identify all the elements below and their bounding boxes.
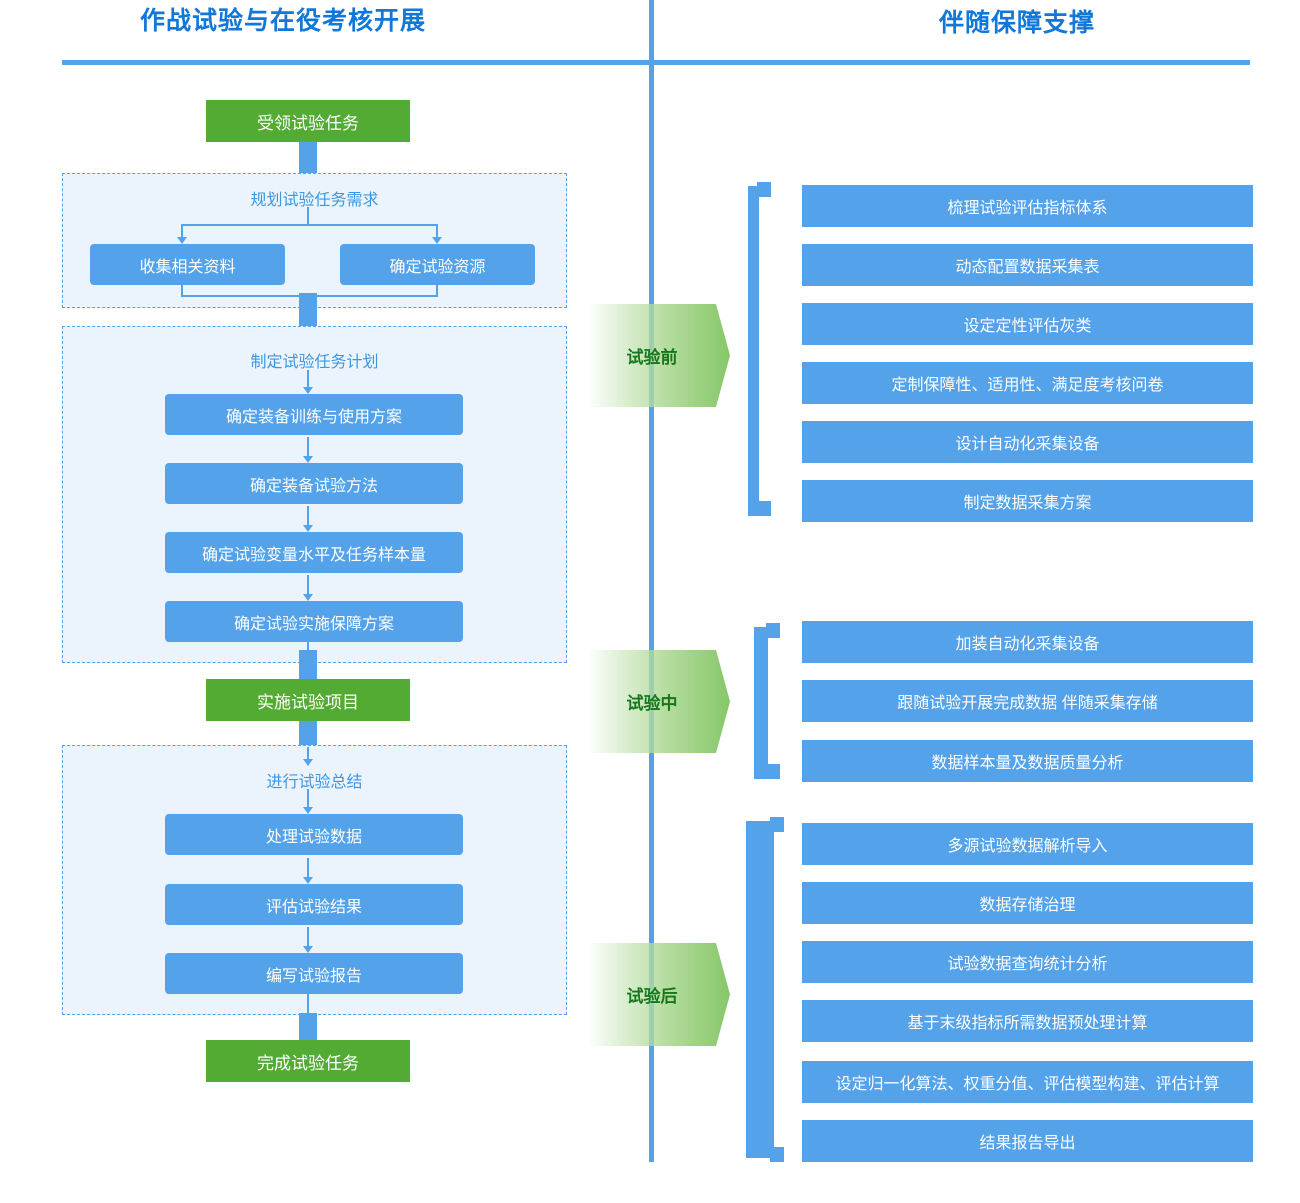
flow-box: 确定试验变量水平及任务样本量: [165, 532, 463, 573]
support-box: 多源试验数据解析导入: [802, 823, 1253, 865]
panel-title: 制定试验任务计划: [250, 354, 379, 371]
bracket-bar: [748, 186, 759, 516]
arrow-down: [432, 224, 442, 244]
support-box: 动态配置数据采集表: [802, 244, 1253, 286]
connector: [299, 293, 317, 331]
left-column-title: 作战试验与在役考核开展: [139, 7, 426, 35]
arrow-down: [303, 858, 313, 884]
flow-line: [307, 994, 309, 1015]
flow-node-end: 完成试验任务: [206, 1040, 410, 1082]
flow-line: [436, 285, 438, 297]
support-box: 数据样本量及数据质量分析: [802, 740, 1253, 782]
flow-box: 确定试验实施保障方案: [165, 601, 463, 642]
phase-arrow-during-test: 试验中: [590, 650, 730, 753]
bracket-tab: [770, 1147, 784, 1162]
support-box: 数据存储治理: [802, 882, 1253, 924]
flow-line: [182, 224, 437, 226]
bracket-bar: [754, 627, 768, 779]
arrow-down: [303, 437, 313, 463]
flow-box: 确定试验资源: [340, 244, 535, 285]
center-divider-line: [649, 0, 654, 1162]
support-box: 设定归一化算法、权重分值、评估模型构建、评估计算: [802, 1061, 1253, 1103]
support-box: 加装自动化采集设备: [802, 621, 1253, 663]
header-underline: [62, 60, 1250, 65]
connector: [299, 1013, 317, 1041]
connector: [299, 650, 317, 680]
support-box: 基于末级指标所需数据预处理计算: [802, 1000, 1253, 1042]
arrow-down: [303, 789, 313, 814]
flow-box: 确定装备训练与使用方案: [165, 394, 463, 435]
arrow-down: [303, 506, 313, 532]
bracket-tab: [757, 182, 771, 197]
panel-title: 规划试验任务需求: [250, 192, 379, 209]
panel-title: 进行试验总结: [266, 774, 363, 791]
support-box: 梳理试验评估指标体系: [802, 185, 1253, 227]
support-box: 试验数据查询统计分析: [802, 941, 1253, 983]
flow-line: [307, 207, 309, 224]
flow-box: 收集相关资料: [90, 244, 285, 285]
flow-box: 确定装备试验方法: [165, 463, 463, 504]
bracket-tab: [766, 764, 780, 779]
bracket-bar: [746, 821, 774, 1158]
phase-arrow-after-test: 试验后: [590, 943, 730, 1046]
bracket-tab: [757, 501, 771, 516]
flow-box: 处理试验数据: [165, 814, 463, 855]
panel-plan-requirements: [62, 173, 567, 308]
connector: [299, 721, 317, 747]
connector: [299, 142, 317, 174]
support-box: 设计自动化采集设备: [802, 421, 1253, 463]
flow-node-start: 受领试验任务: [206, 100, 410, 142]
arrow-down: [177, 224, 187, 244]
phase-arrow-before-test: 试验前: [590, 304, 730, 407]
support-box: 结果报告导出: [802, 1120, 1253, 1162]
flow-box: 编写试验报告: [165, 953, 463, 994]
support-box: 跟随试验开展完成数据 伴随采集存储: [802, 680, 1253, 722]
flow-box: 评估试验结果: [165, 884, 463, 925]
right-column-title: 伴随保障支撑: [938, 9, 1095, 37]
support-box: 设定定性评估灰类: [802, 303, 1253, 345]
bracket-tab: [766, 623, 780, 638]
arrow-down: [303, 747, 313, 766]
support-box: 定制保障性、适用性、满足度考核问卷: [802, 362, 1253, 404]
arrow-down: [303, 575, 313, 601]
arrow-down: [303, 370, 313, 394]
flow-node-milestone: 实施试验项目: [206, 679, 410, 721]
arrow-down: [303, 927, 313, 953]
flow-line: [181, 285, 183, 297]
support-box: 制定数据采集方案: [802, 480, 1253, 522]
bracket-tab: [770, 817, 784, 832]
